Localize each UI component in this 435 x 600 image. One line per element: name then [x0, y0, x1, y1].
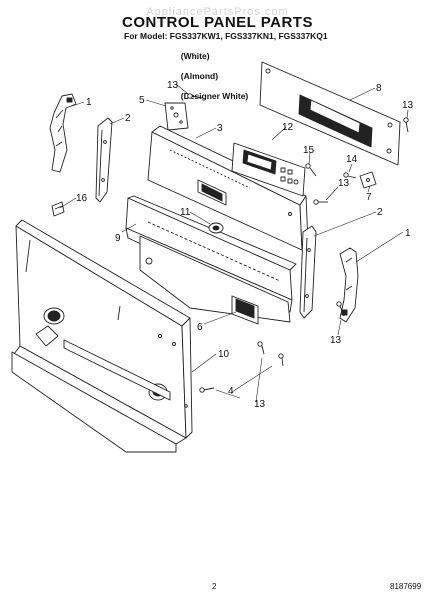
callout-15: 15: [303, 145, 315, 156]
callout-4: 4: [228, 386, 234, 397]
callout-14: 14: [346, 154, 358, 165]
part-14-screw: [343, 172, 357, 179]
callout-6: 6: [197, 322, 203, 333]
callout-1-right: 1: [405, 228, 411, 239]
watermark-text: AppliancePartsPros.com: [146, 6, 289, 18]
color-white-label: (White): [180, 51, 210, 61]
callout-13-top: 13: [167, 80, 179, 91]
callout-13-bottom: 13: [254, 399, 266, 410]
color-line: (White) (Almond) (Designer White): [176, 41, 249, 101]
callout-9: 9: [115, 233, 121, 244]
screw-15: [305, 163, 317, 177]
part-9-front-panel: [125, 195, 297, 325]
callout-1-left: 1: [86, 97, 92, 108]
part-2-right-trim: [299, 225, 317, 319]
leader-lines: [59, 83, 409, 403]
callout-13-lowright: 13: [330, 335, 342, 346]
callout-7: 7: [366, 192, 372, 203]
part-7-clip: [359, 171, 377, 189]
callout-16: 16: [76, 193, 88, 204]
part-1-left-endcap: [49, 93, 77, 173]
callout-12: 12: [282, 122, 294, 133]
callout-5: 5: [139, 95, 145, 106]
screws-13: [187, 93, 409, 393]
callout-2-right: 2: [377, 207, 383, 218]
part-10-back-panel: [11, 219, 193, 453]
part-2-left-trim: [95, 117, 113, 203]
color-designer-label: (Designer White): [180, 91, 249, 101]
part-12-electronic-control: [231, 142, 306, 197]
callout-11: 11: [180, 207, 191, 218]
callout-8: 8: [376, 83, 382, 94]
callout-13-right: 13: [402, 100, 414, 111]
callout-labels: 1 2 3 4 5 6 7 8 9 10 11 12 13 13 13 13 1…: [76, 80, 414, 410]
page-title: CONTROL PANEL PARTS: [122, 14, 313, 31]
callout-13-mid: 13: [338, 178, 350, 189]
page-number: 2: [212, 582, 217, 591]
callout-2-left: 2: [125, 113, 131, 124]
model-line: For Model: FGS337KW1, FGS337KN1, FGS337K…: [124, 31, 328, 41]
part-8-rear-trim: [259, 61, 401, 166]
color-almond-label: (Almond): [180, 71, 219, 81]
callout-3: 3: [217, 123, 223, 134]
part-16-clip: [51, 201, 65, 217]
part-1-right-endcap: [339, 247, 359, 323]
callout-10: 10: [218, 349, 230, 360]
part-5-bracket: [164, 102, 189, 131]
document-number: 8187699: [390, 582, 422, 591]
